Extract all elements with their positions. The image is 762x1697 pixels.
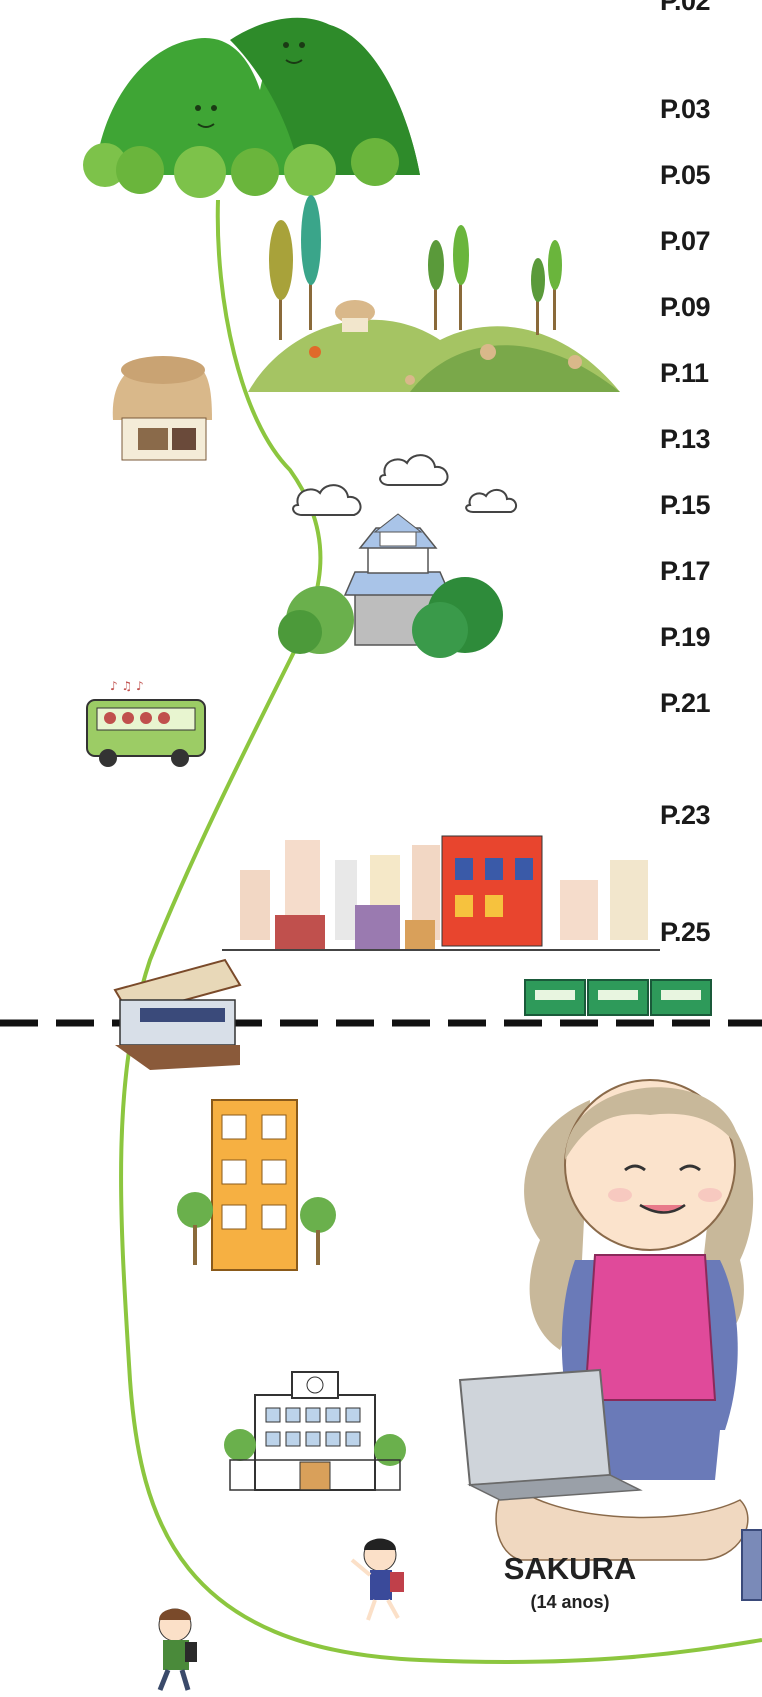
page-marker[interactable]: P.21 xyxy=(660,688,711,718)
character-name: SAKURA xyxy=(503,1551,637,1586)
page-marker[interactable]: P.15 xyxy=(660,490,711,520)
page-marker[interactable]: P.23 xyxy=(660,800,711,830)
page-marker[interactable]: P.13 xyxy=(660,424,711,454)
city-icon xyxy=(222,835,660,951)
books-icon xyxy=(741,1529,762,1601)
mountains-icon xyxy=(83,17,420,198)
sakura-character-illustration xyxy=(458,1079,754,1561)
page-marker[interactable]: P.09 xyxy=(660,292,711,322)
page-marker[interactable]: P.03 xyxy=(660,94,711,124)
page-marker[interactable]: P.25 xyxy=(660,917,711,947)
walking-boy-icon xyxy=(157,1608,197,1691)
page-marker[interactable]: P.07 xyxy=(660,226,711,256)
thatched-house-icon xyxy=(112,356,212,461)
school-icon xyxy=(224,1371,406,1491)
character-age: (14 anos) xyxy=(530,1592,610,1612)
running-girl-icon xyxy=(350,1538,404,1621)
page-marker[interactable]: P.02 xyxy=(660,0,711,16)
apartment-building-icon xyxy=(177,1099,336,1271)
school-bus-icon: ♪ ♫ ♪ xyxy=(86,679,206,767)
train-icon xyxy=(524,979,712,1016)
station-icon xyxy=(113,958,242,1070)
clouds-icon xyxy=(292,454,518,516)
page-marker[interactable]: P.19 xyxy=(660,622,711,652)
page-marker[interactable]: P.11 xyxy=(660,358,709,388)
svg-text:♪ ♫ ♪: ♪ ♫ ♪ xyxy=(110,679,144,693)
page-marker[interactable]: P.17 xyxy=(660,556,711,586)
page-marker[interactable]: P.05 xyxy=(660,160,711,190)
castle-icon xyxy=(278,513,503,658)
countryside-icon xyxy=(248,195,620,392)
